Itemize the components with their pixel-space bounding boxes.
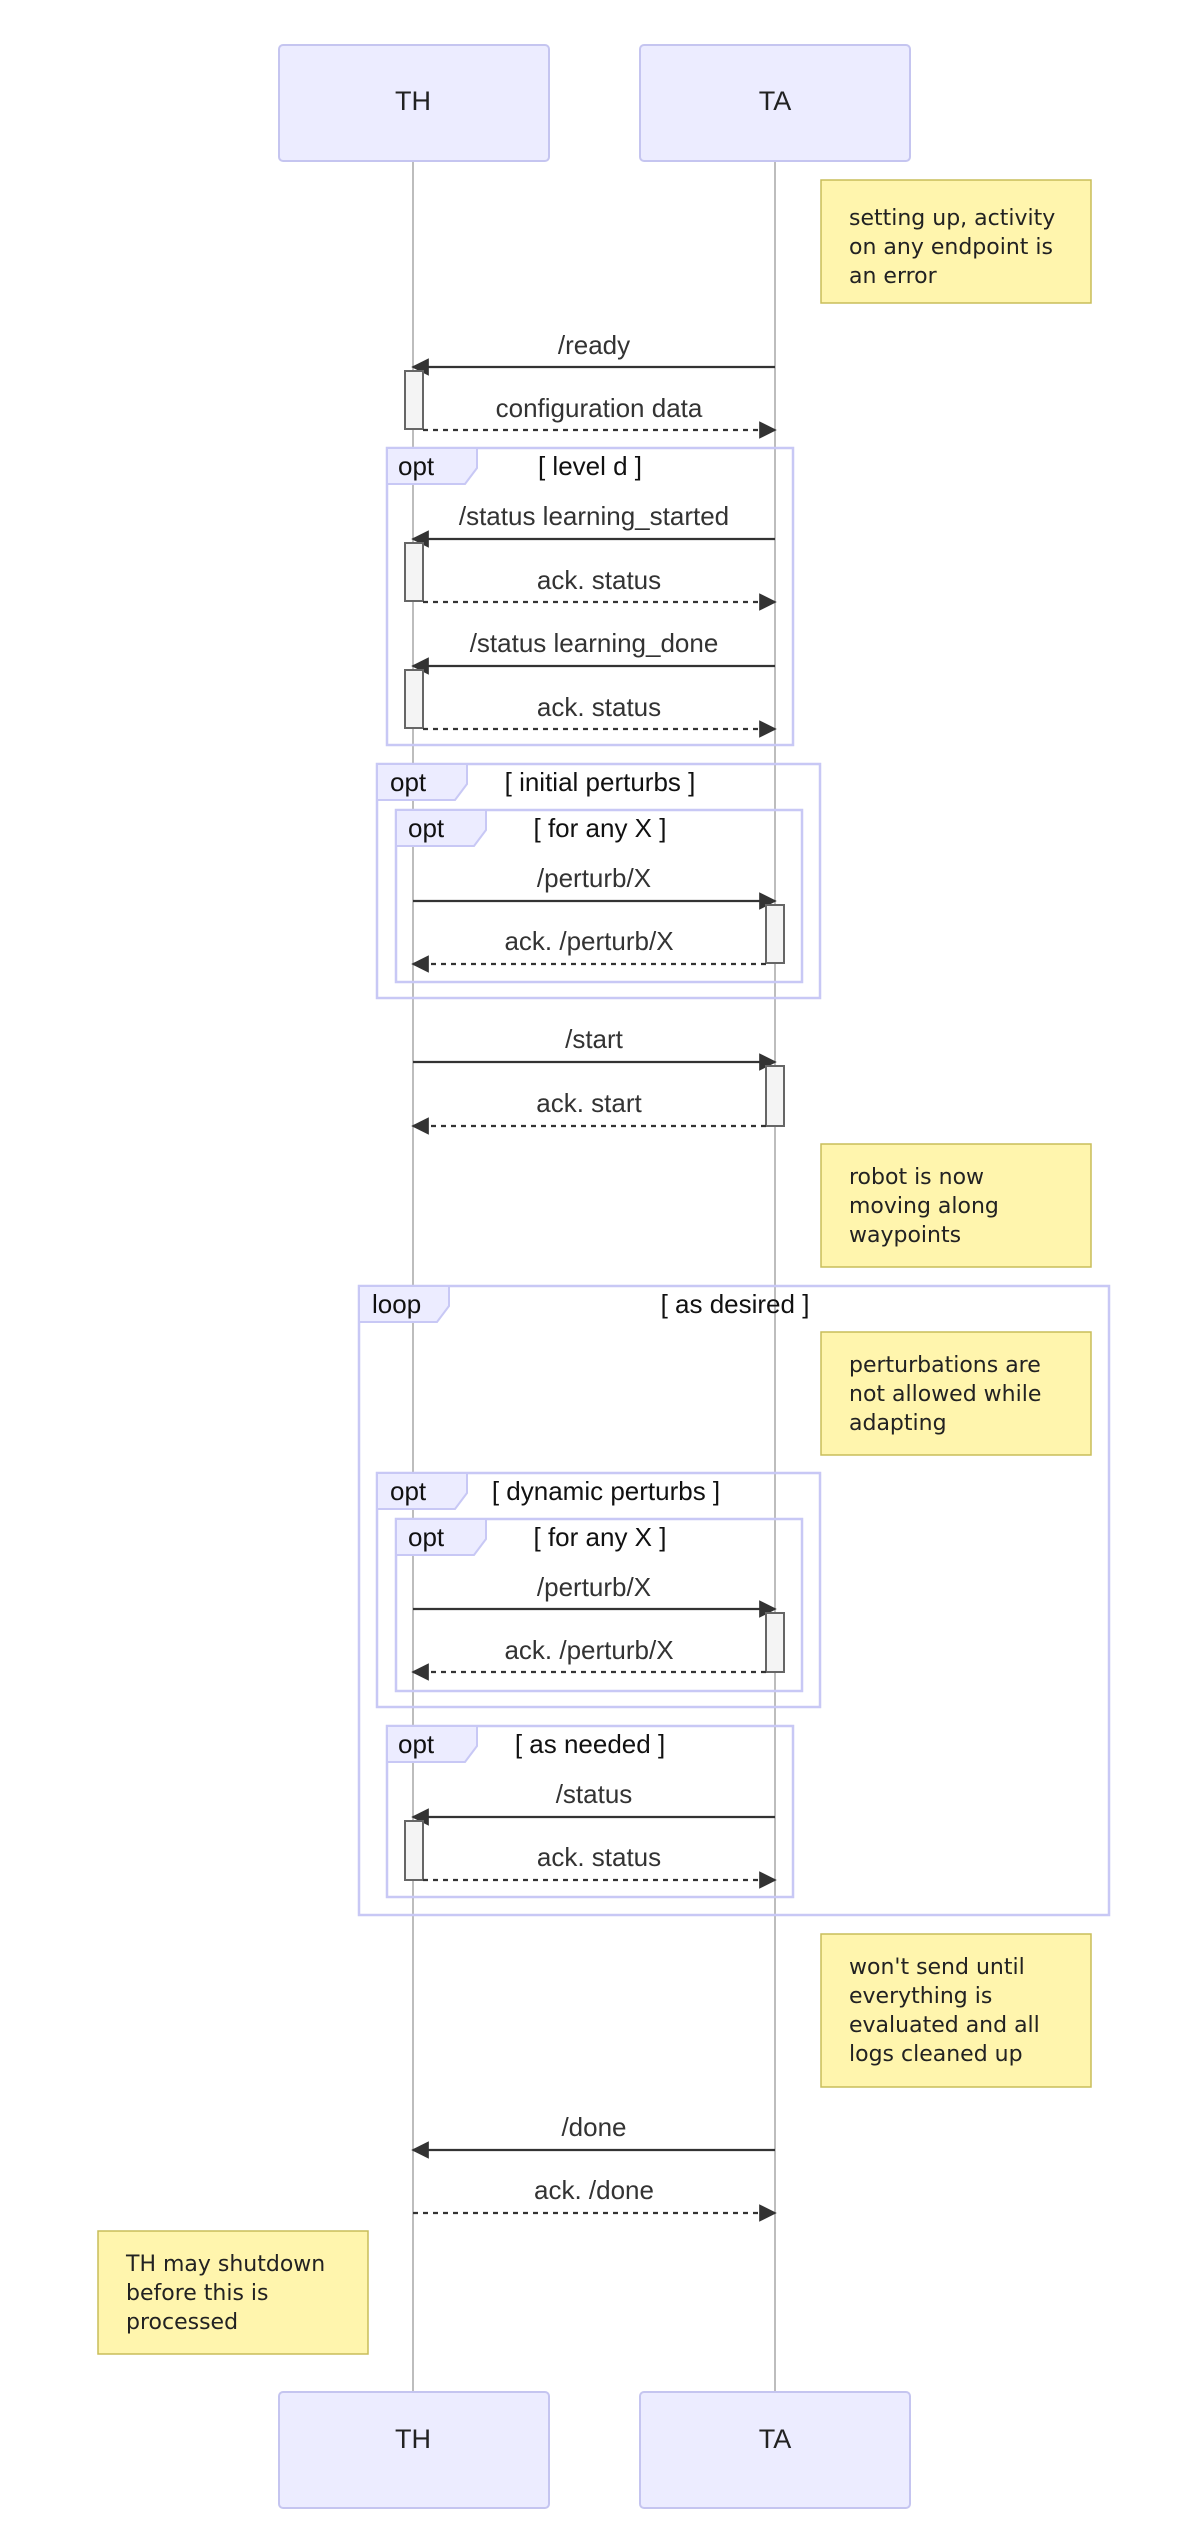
frame-condition-level-d: [ level d ] [538,451,642,481]
message-label-perturb-x-2: /perturb/X [537,1572,651,1602]
note-wont-send-until: won't send until everything is evaluated… [820,1933,1092,2088]
note-robot-moving-line-3: waypoints [849,1223,961,1248]
note-perturbations-line-3: adapting [849,1411,947,1436]
note-th-may-shutdown: TH may shutdown before this is processed [97,2230,369,2355]
actor-th-bottom-label: TH [395,2424,431,2454]
frame-keyword-opt: opt [398,451,435,481]
activation-th-ready [404,370,424,430]
actor-ta-bottom-label: TA [759,2424,792,2454]
note-setting-up-line-2: on any endpoint is [849,235,1053,260]
activation-th-learning-done [404,669,424,729]
note-robot-moving: robot is now moving along waypoints [820,1143,1092,1268]
frame-keyword-opt: opt [408,1522,445,1552]
message-label-status-learning-done: /status learning_done [470,628,719,658]
frame-opt-level-d: opt [ level d ] [385,446,795,747]
message-label-perturb-x-1: /perturb/X [537,863,651,893]
note-th-shutdown-line-1: TH may shutdown [125,2252,325,2277]
note-wont-send-line-1: won't send until [849,1955,1025,1980]
actor-th-bottom: TH [278,2391,550,2509]
message-label-done: /done [561,2112,626,2142]
message-label-status-learning-started: /status learning_started [459,501,729,531]
frame-condition-for-any-x: [ for any X ] [534,1522,667,1552]
frame-condition-as-needed: [ as needed ] [515,1729,665,1759]
message-label-start: /start [565,1024,624,1054]
note-th-shutdown-line-3: processed [126,2310,238,2335]
frame-keyword-opt: opt [390,1476,427,1506]
frame-loop-as-desired: loop [ as desired ] [357,1284,1111,1917]
frame-condition-initial-perturbs: [ initial perturbs ] [505,767,696,797]
activation-th-status [404,1820,424,1881]
note-perturbations-line-1: perturbations are [849,1353,1041,1378]
message-label-ack-start: ack. start [536,1088,642,1118]
frame-keyword-opt: opt [390,767,427,797]
note-wont-send-line-3: evaluated and all [849,2013,1040,2038]
message-label-ready: /ready [558,330,630,360]
activation-ta-start [765,1065,785,1127]
note-robot-moving-line-1: robot is now [849,1165,984,1190]
note-setting-up-line-1: setting up, activity [849,206,1055,231]
actor-th-top-label: TH [395,86,431,116]
frame-keyword-opt: opt [398,1729,435,1759]
message-label-status: /status [556,1779,633,1809]
actor-ta-top-label: TA [759,86,792,116]
frame-condition-as-desired: [ as desired ] [661,1289,810,1319]
activation-ta-perturb-x-2 [765,1612,785,1673]
frame-opt-as-needed: opt [ as needed ] [385,1724,795,1899]
actor-ta-top: TA [639,44,911,162]
message-label-ack-status-3: ack. status [537,1842,661,1872]
note-setting-up: setting up, activity on any endpoint is … [820,179,1092,304]
frame-opt-dynamic-perturbs: opt [ dynamic perturbs ] [375,1471,822,1709]
message-label-configuration-data: configuration data [496,393,703,423]
message-label-ack-perturb-x-2: ack. /perturb/X [504,1635,673,1665]
frame-keyword-loop: loop [372,1289,421,1319]
note-robot-moving-line-2: moving along [849,1194,999,1219]
frame-condition-dynamic-perturbs: [ dynamic perturbs ] [492,1476,720,1506]
note-th-shutdown-line-2: before this is [126,2281,269,2306]
message-label-ack-done: ack. /done [534,2175,654,2205]
actor-th-top: TH [278,44,550,162]
frame-opt-for-any-x-2: opt [ for any X ] [394,1517,804,1693]
frame-opt-initial-perturbs: opt [ initial perturbs ] [375,762,822,1000]
message-label-ack-status-2: ack. status [537,692,661,722]
frame-opt-for-any-x-1: opt [ for any X ] [394,808,804,984]
activation-th-learning-started [404,542,424,602]
note-perturbations-line-2: not allowed while [849,1382,1041,1407]
message-label-ack-perturb-x-1: ack. /perturb/X [504,926,673,956]
note-perturbations-not-allowed: perturbations are not allowed while adap… [820,1331,1092,1456]
frame-keyword-opt: opt [408,813,445,843]
activation-ta-perturb-x-1 [765,904,785,964]
frame-condition-for-any-x: [ for any X ] [534,813,667,843]
message-label-ack-status-1: ack. status [537,565,661,595]
note-wont-send-line-4: logs cleaned up [849,2042,1023,2067]
actor-ta-bottom: TA [639,2391,911,2509]
note-setting-up-line-3: an error [849,264,938,289]
note-wont-send-line-2: everything is [849,1984,992,2009]
